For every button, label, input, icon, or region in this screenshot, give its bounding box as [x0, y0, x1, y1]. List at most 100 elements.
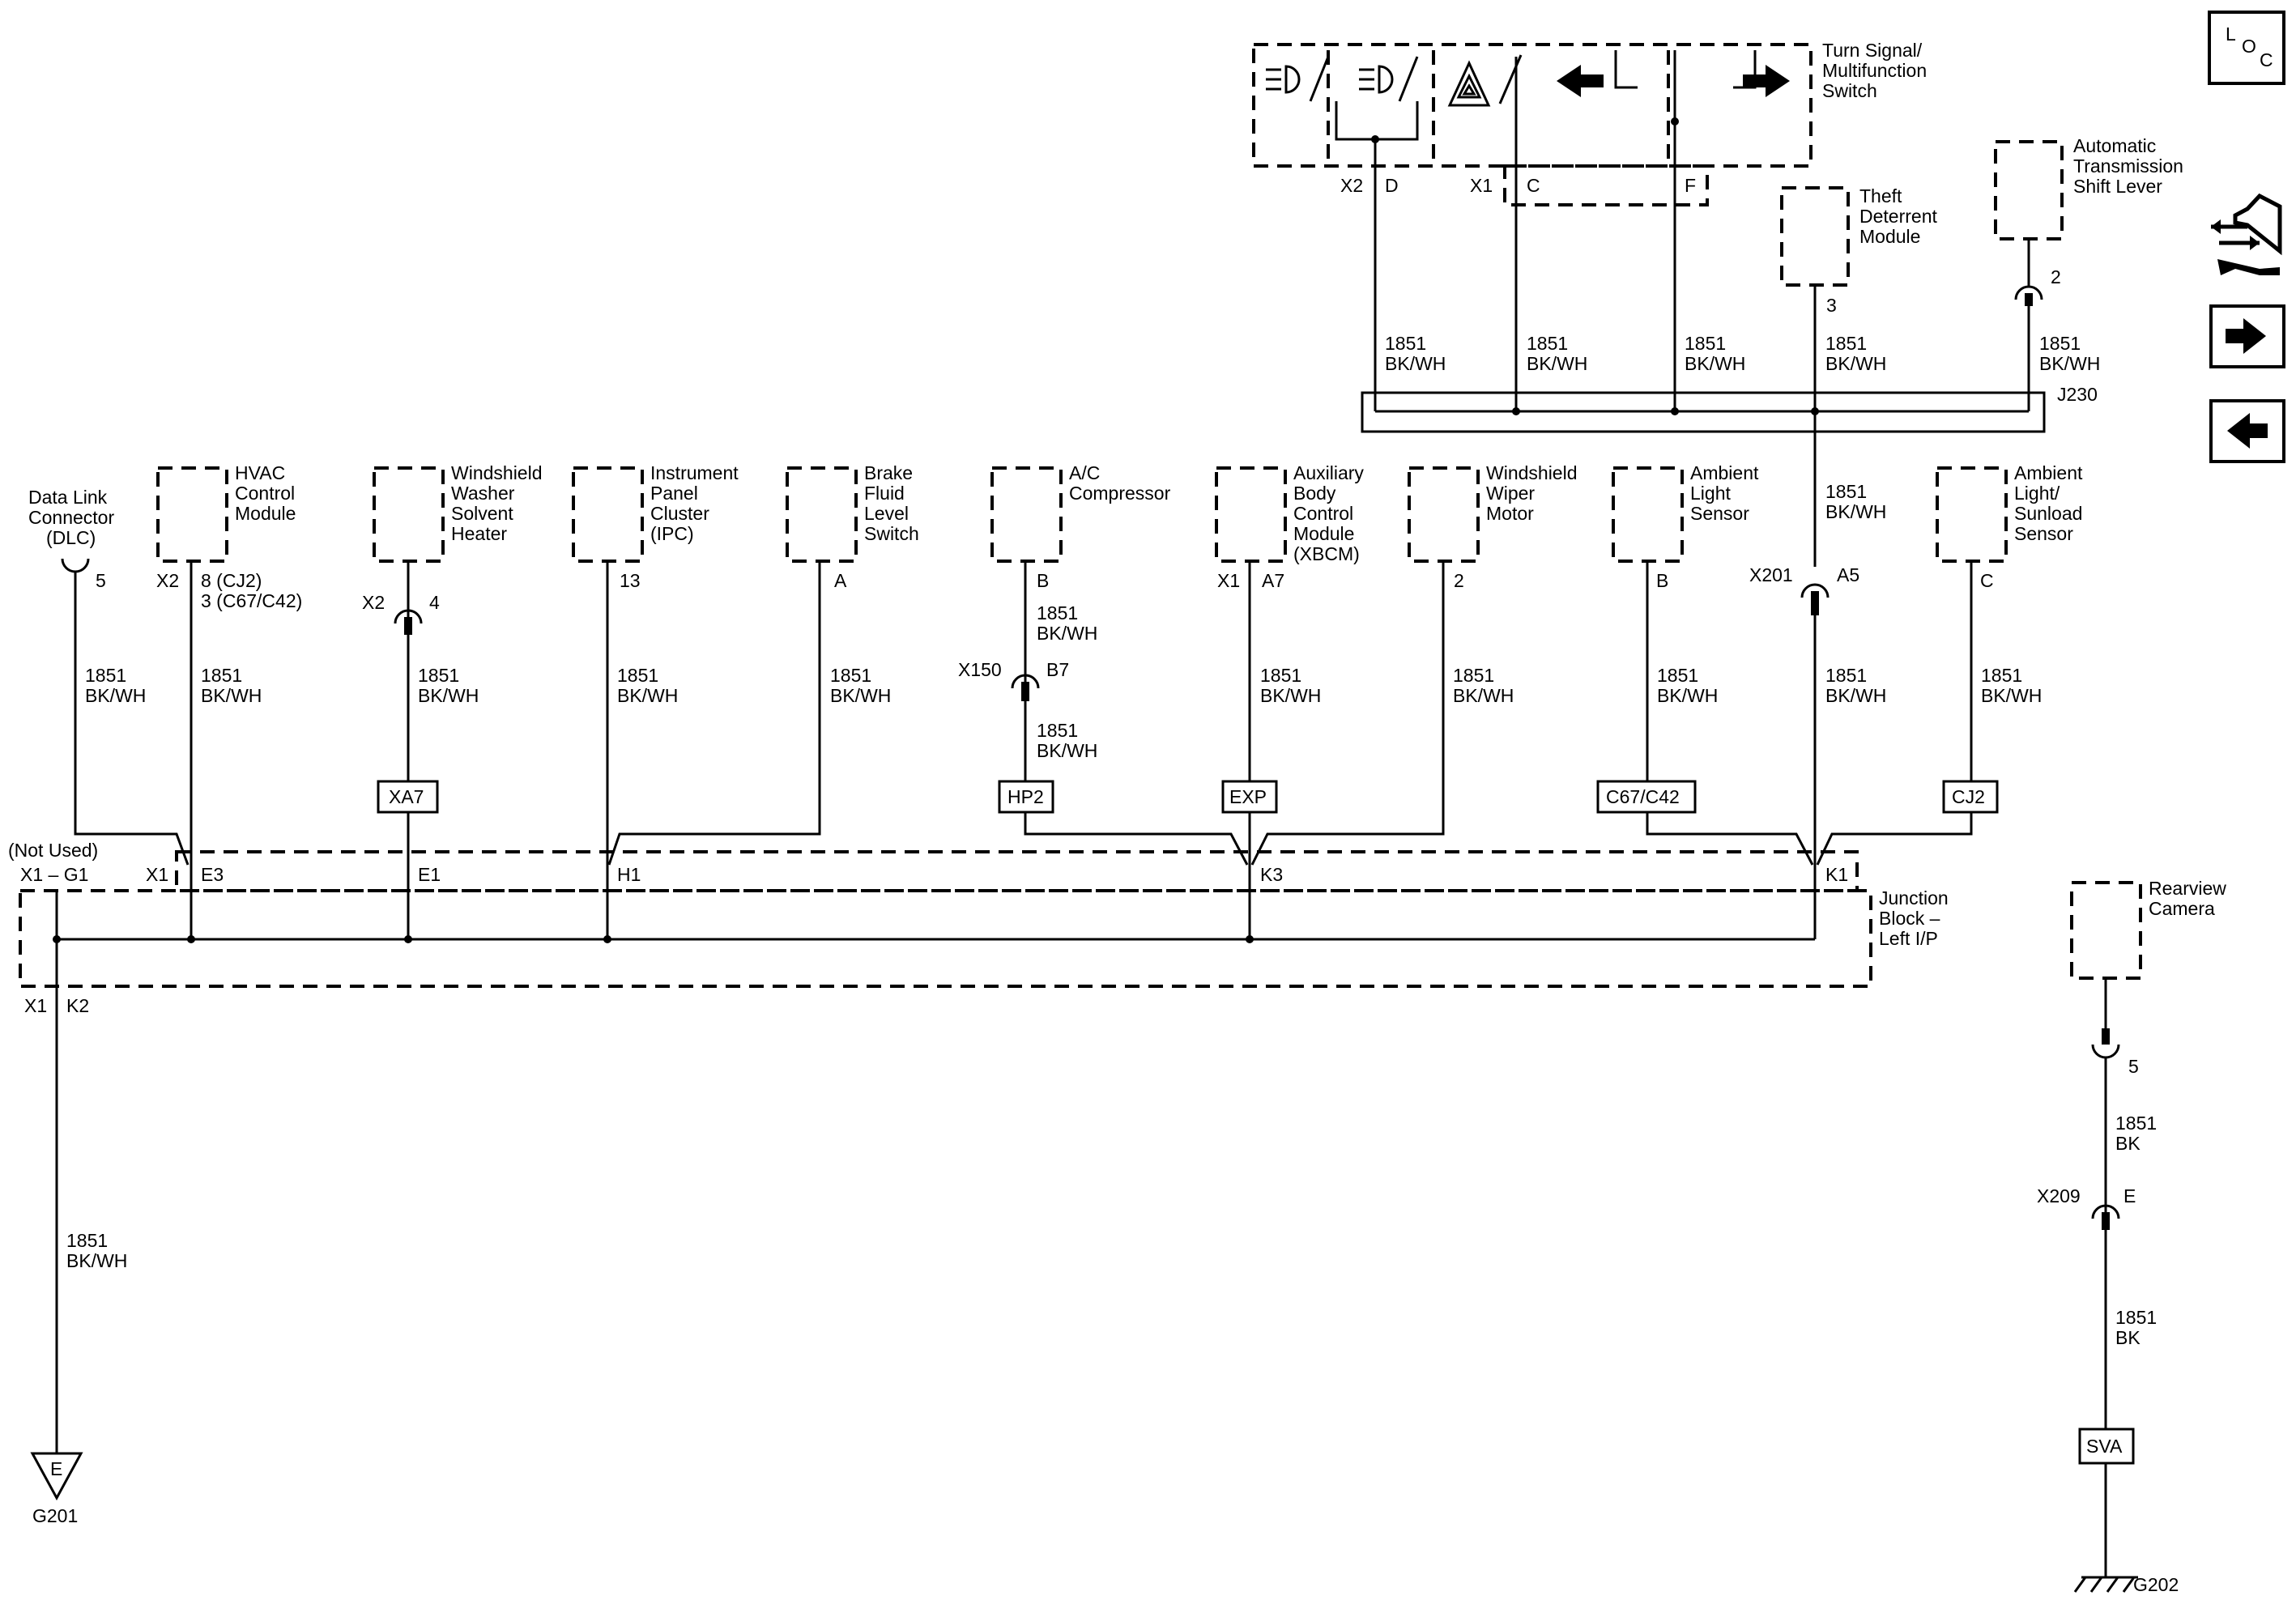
turn-left-arrow-icon — [1557, 65, 1604, 97]
turn-signal-multifunction-switch: Turn Signal/ Multifunction Switch X2 D X… — [1252, 40, 1927, 206]
ipc-pin: 13 — [620, 570, 641, 591]
sunload-pin: C — [1980, 570, 1994, 591]
wire-color-label: BK/WH — [1657, 685, 1718, 706]
dlc-label-3: (DLC) — [46, 527, 96, 548]
theft-deterrent-module: Theft Deterrent Module 3 — [1780, 185, 1937, 316]
hazard-icon — [1447, 60, 1491, 107]
theft-label-3: Module — [1859, 226, 1920, 247]
als-option-code: C67/C42 — [1606, 786, 1680, 807]
hvac-connector: X2 — [156, 570, 179, 591]
turn-signal-switch-label-2: Multifunction — [1822, 60, 1927, 81]
turn-signal-connector-x1: X1 — [1470, 175, 1493, 196]
washer-option-code: XA7 — [389, 786, 424, 807]
diagnostic-connector-icon[interactable] — [2211, 193, 2282, 275]
theft-pin: 3 — [1826, 295, 1837, 316]
wire-num-label: 1851 — [2115, 1307, 2157, 1328]
wire-color-label: BK/WH — [1981, 685, 2042, 706]
wire-num-label: 1851 — [2115, 1113, 2157, 1134]
loc-button[interactable]: L O C — [2208, 11, 2285, 85]
xbcm-pin: A7 — [1262, 570, 1284, 591]
brake-label-1: Brake — [864, 462, 913, 483]
als-label-3: Sensor — [1690, 503, 1749, 524]
hvac-label-3: Module — [235, 503, 296, 524]
xbcm-connector: X1 — [1217, 570, 1240, 591]
trans-pin: 2 — [2051, 266, 2061, 287]
wire-num-label: 1851 — [201, 665, 242, 686]
wire-color-label: BK/WH — [1825, 353, 1886, 374]
previous-page-button[interactable] — [2209, 399, 2285, 463]
theft-label-2: Deterrent — [1859, 206, 1937, 227]
j230-label: J230 — [2057, 384, 2098, 405]
ac-option-code: HP2 — [1007, 786, 1044, 807]
wire-color-label: BK/WH — [1685, 353, 1745, 374]
wire-num-label: 1851 — [617, 665, 658, 686]
windshield-wiper-motor: Windshield Wiper Motor 2 — [1408, 462, 1578, 591]
auxiliary-body-control-module: Auxiliary Body Control Module (XBCM) X1 … — [1215, 462, 1364, 814]
camera-pin: 5 — [2128, 1056, 2139, 1077]
wire-color-label: BK/WH — [1453, 685, 1514, 706]
wire-num-label: 1851 — [1037, 720, 1078, 741]
x209-pin: E — [2123, 1185, 2136, 1206]
trans-label-1: Automatic — [2073, 135, 2156, 156]
windshield-washer-solvent-heater: Windshield Washer Solvent Heater X2 4 XA… — [362, 462, 543, 814]
hvac-label-1: HVAC — [235, 462, 285, 483]
wire-num-label: 1851 — [1825, 333, 1867, 354]
arrow-left-icon — [2227, 413, 2268, 449]
washer-pin: 4 — [429, 592, 440, 613]
next-page-button[interactable] — [2209, 304, 2285, 368]
inline-connector-x201: X201 A5 — [1749, 564, 1859, 615]
washer-label-1: Windshield — [451, 462, 543, 483]
jb-x1-label: X1 — [146, 864, 168, 885]
jb-pin-e1: E1 — [418, 864, 441, 885]
washer-label-4: Heater — [451, 523, 507, 544]
headlamp-high-icon — [1359, 65, 1394, 94]
sunload-option-code: CJ2 — [1952, 786, 1985, 807]
turn-signal-switch-label-1: Turn Signal/ — [1822, 40, 1923, 61]
als-label-1: Ambient — [1690, 462, 1759, 483]
rearview-camera: Rearview Camera 5 X209 E SVA — [2037, 878, 2226, 1465]
data-link-connector: Data Link Connector (DLC) 5 — [28, 487, 114, 591]
wire-color-label: BK/WH — [1825, 501, 1886, 522]
wire-color-label: BK/WH — [1385, 353, 1446, 374]
sunload-label-1: Ambient — [2014, 462, 2083, 483]
wiper-label-2: Wiper — [1486, 483, 1535, 504]
wire-num-label: 1851 — [2039, 333, 2081, 354]
jb-x1-g1-label: X1 – G1 — [20, 864, 88, 885]
camera-label-1: Rearview — [2149, 878, 2226, 899]
x150-connector: X150 — [958, 659, 1002, 680]
wire-num-label: 1851 — [1685, 333, 1726, 354]
loc-letter-c: C — [2260, 49, 2273, 70]
wire-num-label: 1851 — [1527, 333, 1568, 354]
wire-color-label: BK/WH — [1260, 685, 1321, 706]
jb-label-2: Block – — [1879, 908, 1940, 929]
wiper-pin: 2 — [1454, 570, 1464, 591]
wire-num-label: 1851 — [830, 665, 871, 686]
x201-connector-label: X201 — [1749, 564, 1793, 585]
ipc-label-2: Panel — [650, 483, 698, 504]
camera-option-code: SVA — [2086, 1436, 2123, 1457]
xbcm-option-code: EXP — [1229, 786, 1267, 807]
g202-label: G202 — [2133, 1574, 2179, 1595]
wire-num-label: 1851 — [1825, 665, 1867, 686]
turn-right-arrow-icon — [1743, 65, 1790, 97]
ac-pin: B — [1037, 570, 1049, 591]
wire-color-label: BK/WH — [1527, 353, 1587, 374]
x209-connector: X209 — [2037, 1185, 2081, 1206]
ground-g202: G202 — [2073, 1574, 2179, 1595]
loc-letter-o: O — [2242, 36, 2256, 57]
xbcm-label-3: Control — [1293, 503, 1353, 524]
jb-out-connector: X1 — [24, 995, 47, 1016]
ambient-light-sunload-sensor: Ambient Light/ Sunload Sensor C CJ2 — [1936, 462, 2083, 814]
als-pin: B — [1656, 570, 1668, 591]
ipc-label-1: Instrument — [650, 462, 739, 483]
jb-label-3: Left I/P — [1879, 928, 1938, 949]
turn-signal-switch-label-3: Switch — [1822, 80, 1877, 101]
wire-num-label: 1851 — [1037, 602, 1078, 623]
jb-not-used-label: (Not Used) — [8, 840, 98, 861]
g201-label: G201 — [32, 1505, 78, 1526]
wire-color-label: BK/WH — [201, 685, 262, 706]
wire-color-label: BK/WH — [1825, 685, 1886, 706]
automatic-transmission-shift-lever: Automatic Transmission Shift Lever 2 — [1994, 135, 2183, 287]
brake-fluid-level-switch: Brake Fluid Level Switch A — [786, 462, 919, 591]
xbcm-label-1: Auxiliary — [1293, 462, 1364, 483]
